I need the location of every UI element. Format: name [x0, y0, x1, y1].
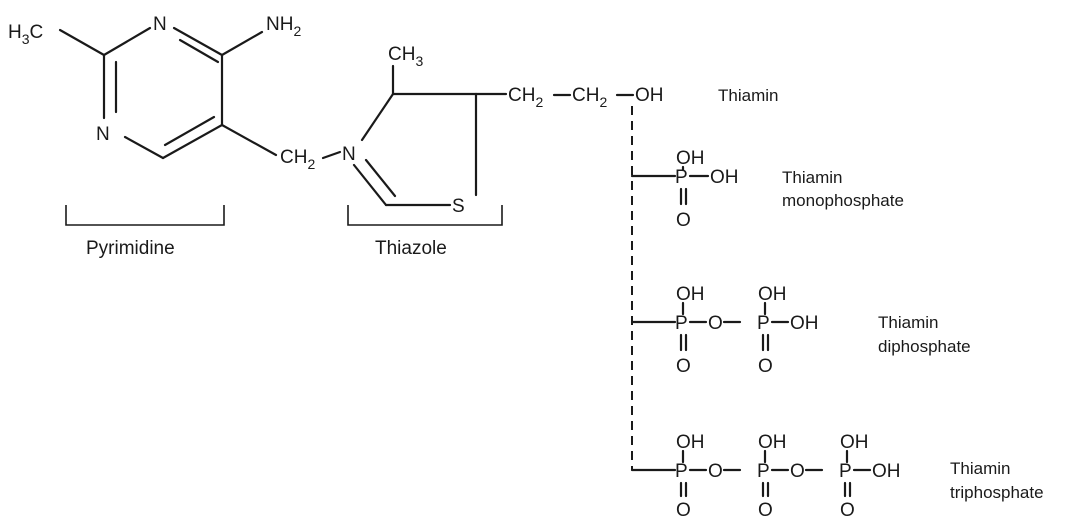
bond-methylene-n: [321, 150, 342, 160]
bond-c5-c4-double: [163, 115, 216, 147]
thiazole-nitrogen: N: [342, 144, 356, 165]
thiazole-sulfur: S: [452, 196, 465, 217]
di-p1-o-bottom: O: [676, 356, 691, 377]
diphosphate-name-line1: Thiamin: [878, 313, 938, 332]
tri-bridge-o2: O: [790, 461, 805, 482]
pyrimidine-bracket: [65, 205, 225, 226]
bond-n-c2: [352, 163, 388, 207]
di-p1-oh-top: OH: [676, 284, 705, 305]
tri-p2-oh-top: OH: [758, 432, 787, 453]
di-bridge-o: O: [708, 313, 723, 334]
bond-c5-c4: [161, 123, 224, 160]
chain-ch2-first: CH2: [508, 85, 543, 110]
methylene-bridge-label: CH2: [280, 147, 315, 172]
chain-hydroxyl: OH: [635, 85, 664, 106]
tri-p3-atom: P: [839, 461, 852, 482]
tri-terminal-oh: OH: [872, 461, 901, 482]
ring-nitrogen-n1: N: [153, 14, 167, 35]
thiamin-name: Thiamin: [718, 86, 778, 105]
tri-p1-o-bottom: O: [676, 500, 691, 520]
thiazole-methyl-label: CH3: [388, 44, 423, 69]
tri-bridge-o1: O: [708, 461, 723, 482]
methyl-group-label: H3C: [8, 22, 43, 47]
di-p2-o-bottom: O: [758, 356, 773, 377]
ring-nitrogen-n3: N: [96, 124, 110, 145]
pyrimidine-label: Pyrimidine: [86, 238, 175, 259]
mono-p1-oh-top: OH: [676, 148, 705, 169]
bond-methylene: [220, 123, 278, 157]
di-terminal-oh: OH: [790, 313, 819, 334]
pyrimidine-ring: [58, 26, 278, 160]
bond-c4-n3: [123, 135, 165, 160]
mono-terminal-oh: OH: [710, 167, 739, 188]
mono-p1-atom: P: [675, 167, 688, 188]
monophosphate-name-line2: monophosphate: [782, 191, 904, 210]
triphosphate-name-line2: triphosphate: [950, 483, 1044, 502]
thiazole-bracket: [347, 205, 503, 226]
chain-ch2-second: CH2: [572, 85, 607, 110]
thiazole-label: Thiazole: [375, 238, 447, 259]
bond-n1-c6: [172, 26, 224, 57]
triphosphate-group: OH P O O OH P O O OH P O OH: [630, 432, 901, 520]
mono-p1-o-bottom: O: [676, 210, 691, 231]
tri-p3-o-bottom: O: [840, 500, 855, 520]
di-p1-atom: P: [675, 313, 688, 334]
diphosphate-group: OH P O O OH P O OH: [630, 284, 819, 377]
amino-group-label: NH2: [266, 14, 301, 39]
thiazole-ring: [352, 64, 508, 207]
tri-p2-o-bottom: O: [758, 500, 773, 520]
tri-p3-oh-top: OH: [840, 432, 869, 453]
tri-p1-oh-top: OH: [676, 432, 705, 453]
monophosphate-group: OH P O OH: [630, 148, 739, 231]
bond-methyl: [58, 28, 106, 57]
tri-p2-atom: P: [757, 461, 770, 482]
bond-n1-c6-double: [178, 38, 220, 64]
triphosphate-name-line1: Thiamin: [950, 459, 1010, 478]
monophosphate-name-line1: Thiamin: [782, 168, 842, 187]
bond-n-c4: [360, 92, 395, 142]
tri-p1-atom: P: [675, 461, 688, 482]
bond-n-c2-double: [364, 158, 397, 198]
bond-c2-n1: [102, 26, 152, 57]
di-p2-oh-top: OH: [758, 284, 787, 305]
diphosphate-name-line2: diphosphate: [878, 337, 971, 356]
di-p2-atom: P: [757, 313, 770, 334]
bond-amino: [220, 30, 264, 57]
